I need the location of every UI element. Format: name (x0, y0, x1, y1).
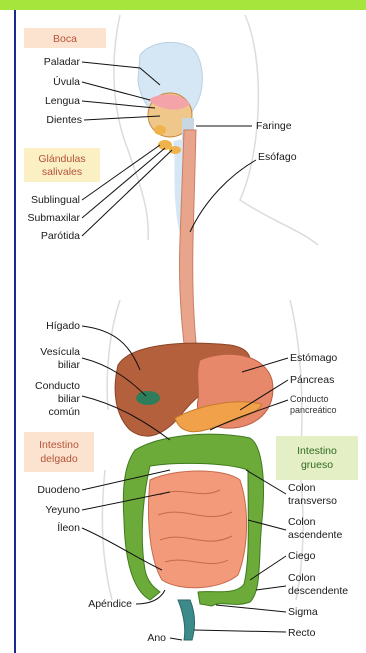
intestino-delgado-label-2: delgado (40, 453, 78, 465)
label-ileon: Íleon (57, 521, 80, 534)
glandulas-label-1: Glándulas (38, 153, 85, 165)
label-colon-transverso-1: Colon (288, 482, 316, 494)
label-colon-transverso-2: transverso (288, 495, 337, 507)
label-ano: Ano (147, 632, 166, 644)
label-yeyuno: Yeyuno (45, 504, 80, 516)
label-conducto-biliar-2: biliar (58, 393, 81, 405)
intestino-delgado-label-1: Intestino (39, 439, 79, 451)
intestino-grueso-box (276, 436, 358, 480)
label-conducto-pancreatico-1: Conducto (290, 394, 329, 404)
esophagus-shape (179, 130, 198, 360)
rectum-shape (178, 600, 194, 640)
label-duodeno: Duodeno (37, 484, 80, 496)
label-colon-descendente-2: descendente (288, 585, 348, 597)
label-estomago: Estómago (290, 352, 337, 364)
gallbladder-shape (136, 391, 160, 405)
label-esofago: Esófago (258, 151, 297, 163)
intestino-grueso-label-1: Intestino (297, 445, 337, 457)
label-colon-descendente-1: Colon (288, 572, 316, 584)
label-dientes: Dientes (46, 114, 82, 126)
label-ciego: Ciego (288, 550, 316, 562)
label-colon-ascendente-1: Colon (288, 516, 316, 528)
boca-label: Boca (53, 33, 77, 45)
label-conducto-pancreatico-2: pancreático (290, 405, 337, 415)
label-lengua: Lengua (45, 95, 80, 107)
glandulas-label-2: salivales (42, 166, 82, 178)
intestino-delgado-box (24, 432, 94, 472)
label-higado: Hígado (46, 320, 80, 332)
small-intestine-shape (149, 471, 247, 588)
intestino-grueso-label-2: grueso (301, 459, 333, 471)
label-colon-ascendente-2: ascendente (288, 529, 342, 541)
label-sigma: Sigma (288, 606, 318, 618)
label-sublingual: Sublingual (31, 194, 80, 206)
label-pancreas: Páncreas (290, 374, 334, 386)
label-conducto-biliar-3: común (48, 406, 80, 418)
label-vesicula-1: Vesícula (40, 346, 80, 358)
label-paladar: Paladar (44, 56, 81, 68)
label-submaxilar: Submaxilar (27, 212, 80, 224)
label-parotida: Parótida (41, 230, 80, 242)
label-recto: Recto (288, 627, 316, 639)
label-faringe: Faringe (256, 120, 292, 132)
label-uvula: Úvula (53, 75, 80, 88)
label-vesicula-2: biliar (58, 359, 81, 371)
label-conducto-biliar-1: Conducto (35, 380, 80, 392)
label-apendice: Apéndice (88, 598, 132, 610)
